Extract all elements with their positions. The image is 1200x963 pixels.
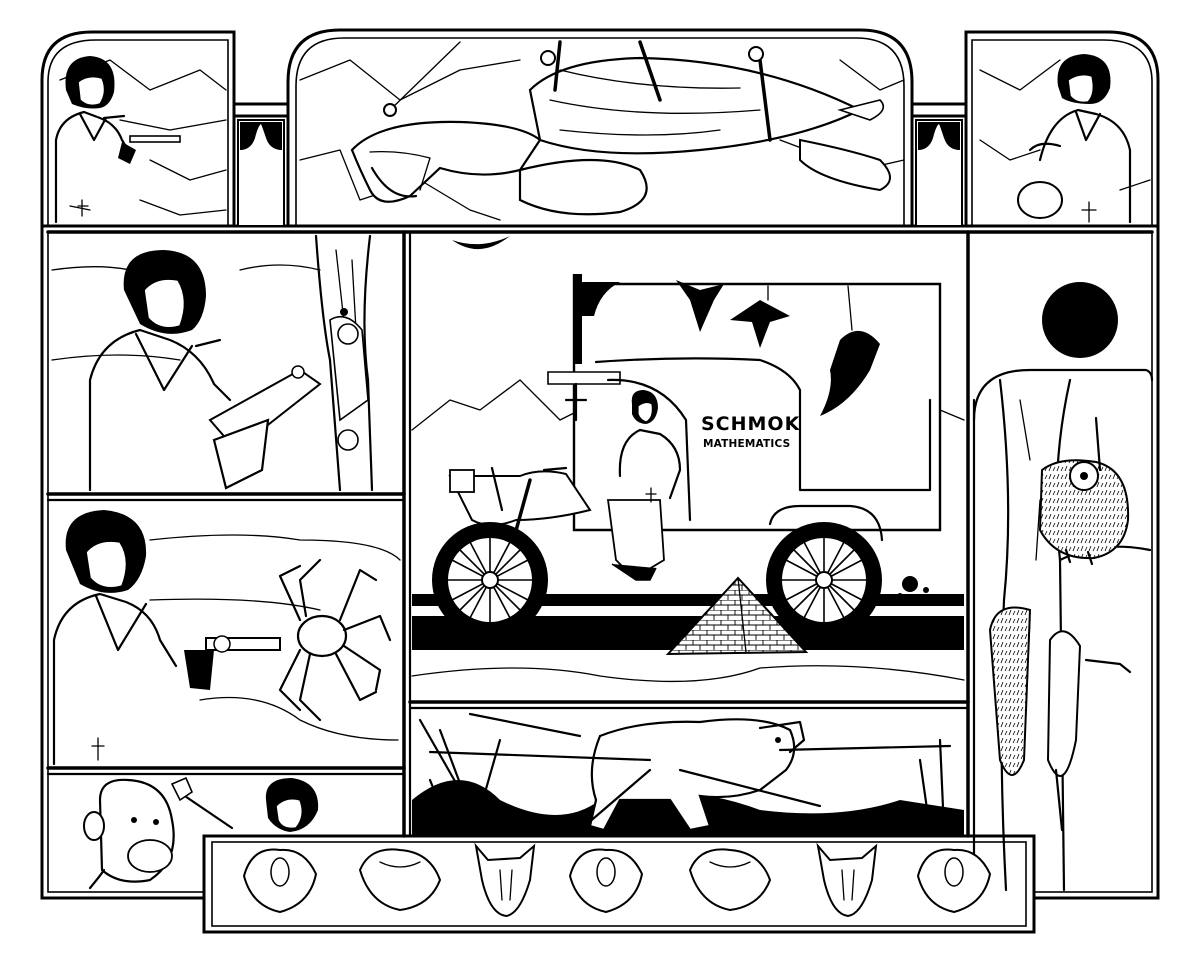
van-sign-line2: MATHEMATICS <box>703 438 790 450</box>
head-3 <box>474 842 536 918</box>
panel-chainsaw <box>51 234 374 492</box>
van-sign-line1: SCHMOK <box>701 413 801 435</box>
head-7 <box>916 848 992 914</box>
panel-armored-creature <box>299 40 905 221</box>
van-wheel-front <box>432 522 548 638</box>
black-sun <box>1042 282 1118 358</box>
panel-dividers <box>46 230 1154 892</box>
head-6 <box>816 842 878 918</box>
panel-tree-owl <box>988 378 1152 892</box>
panel-chimp-hammer <box>83 776 319 890</box>
panel-revolver-crab <box>52 510 401 766</box>
panel-schmok-van: SCHMOK MATHEMATICS <box>411 236 965 683</box>
panel-bottom-heads <box>242 842 992 918</box>
head-1 <box>242 848 318 914</box>
head-5 <box>688 848 772 912</box>
panel-hippo-arrows <box>412 712 964 836</box>
head-2 <box>358 848 442 912</box>
head-4 <box>568 848 644 914</box>
van-wheel-rear <box>766 522 882 638</box>
panel-gunwoman-top-left <box>54 56 227 224</box>
panel-woman-egg <box>979 54 1151 224</box>
